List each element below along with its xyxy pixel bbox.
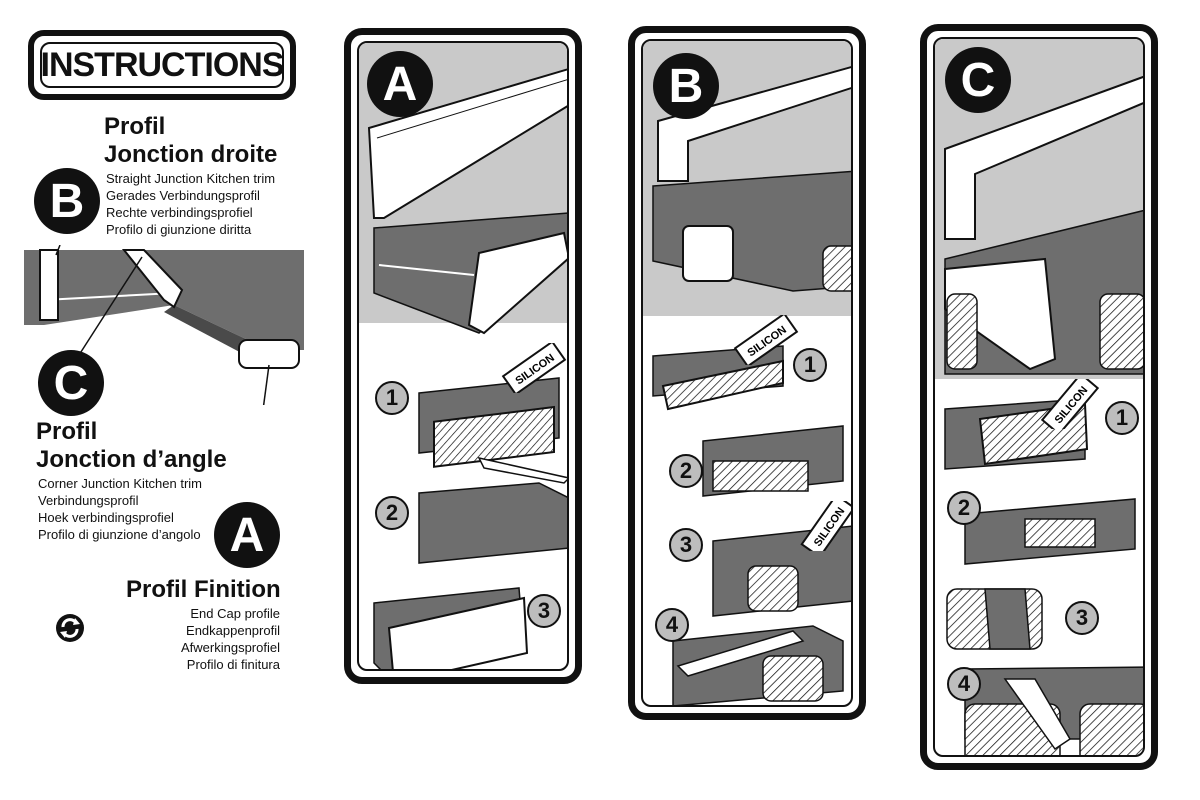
corner-trim-shape <box>121 249 184 309</box>
corner-translation-de: Verbindungsprofil <box>38 493 139 508</box>
panel-c: SILICON C 1 2 3 4 <box>920 24 1158 770</box>
panel-b-step-4: 4 <box>655 608 689 642</box>
silicon-tube-b1: SILICON <box>733 315 799 365</box>
endcap-title: Profil Finition <box>126 576 281 603</box>
panel-b-letter: B <box>653 53 719 119</box>
recycle-icon <box>56 614 84 642</box>
instructions-title-box: INSTRUCTIONS <box>28 30 296 100</box>
straight-title-line1: Profil <box>104 113 166 140</box>
badge-c: C <box>38 350 104 416</box>
panel-a-step-1: 1 <box>375 381 409 415</box>
straight-trim-shape <box>39 249 59 321</box>
straight-translation-en: Straight Junction Kitchen trim <box>106 171 276 186</box>
panel-c-step-3: 3 <box>1065 601 1099 635</box>
endcap-trim-shape <box>238 339 300 369</box>
panel-b-step-3: 3 <box>669 528 703 562</box>
endcap-translation-en: End Cap profile <box>190 606 280 621</box>
page-title: INSTRUCTIONS <box>40 45 285 84</box>
straight-title-line2: Jonction droite <box>104 141 278 168</box>
straight-translation-de: Gerades Verbindungsprofil <box>106 188 260 203</box>
panel-b: SILICON SILICON B 1 2 3 4 <box>628 26 866 720</box>
worktop-overview-illustration <box>24 245 304 405</box>
endcap-translation-de: Endkappenprofil <box>186 623 280 638</box>
silicon-tube-a: SILICON <box>501 343 567 393</box>
straight-translation-it: Profilo di giunzione diritta <box>106 222 252 237</box>
corner-title-line2: Jonction d’angle <box>36 446 227 473</box>
panel-a-letter: A <box>367 51 433 117</box>
endcap-translation-it: Profilo di finitura <box>186 657 280 672</box>
endcap-translation-nl: Afwerkingsprofiel <box>181 640 280 655</box>
corner-translation-it: Profilo di giunzione d’angolo <box>38 527 201 542</box>
panel-b-step-2: 2 <box>669 454 703 488</box>
panel-c-step-2: 2 <box>947 491 981 525</box>
badge-a: A <box>214 502 280 568</box>
panel-c-step-4: 4 <box>947 667 981 701</box>
silicon-tube-b3: SILICON <box>800 501 851 551</box>
silicon-tube-c: SILICON <box>1040 379 1100 429</box>
panel-a-step-3: 3 <box>527 594 561 628</box>
badge-b: B <box>34 168 100 234</box>
panel-c-letter: C <box>945 47 1011 113</box>
corner-translation-en: Corner Junction Kitchen trim <box>38 476 203 491</box>
panel-b-step-1: 1 <box>793 348 827 382</box>
straight-translation-nl: Rechte verbindingsprofiel <box>106 205 253 220</box>
panel-a: SILICON A 1 2 3 <box>344 28 582 684</box>
corner-title-line1: Profil <box>36 418 98 445</box>
panel-c-step-1: 1 <box>1105 401 1139 435</box>
corner-translation-nl: Hoek verbindingsprofiel <box>38 510 174 525</box>
panel-a-step-2: 2 <box>375 496 409 530</box>
